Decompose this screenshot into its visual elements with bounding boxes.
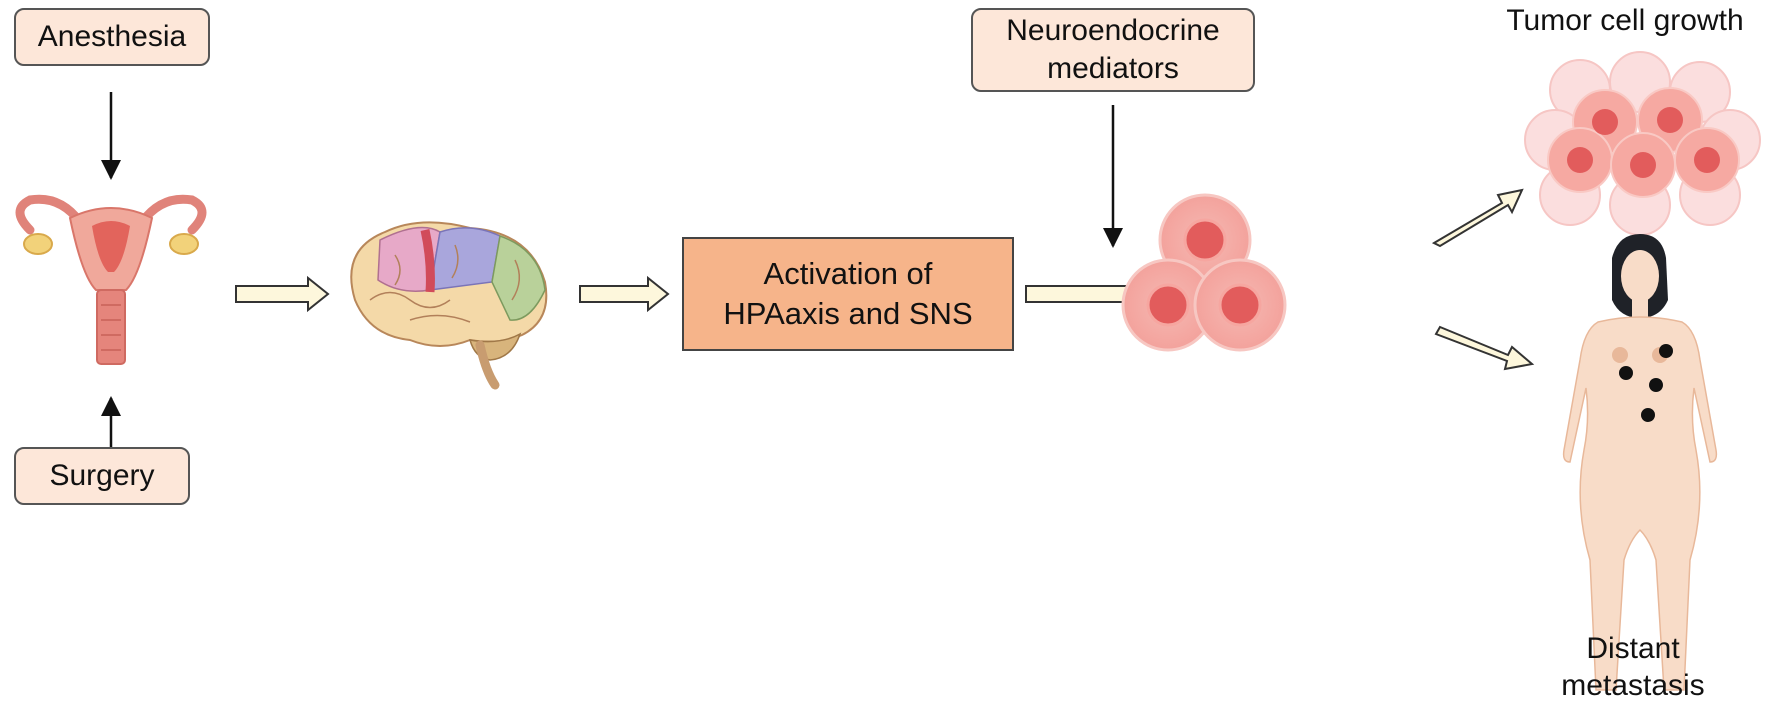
hollow-arrow-uterus-to-brain — [235, 275, 330, 313]
uterus-icon — [15, 194, 207, 365]
activation-box: Activation of HPAaxis and SNS — [682, 237, 1014, 351]
surgery-box: Surgery — [14, 447, 190, 505]
neuroendocrine-box: Neuroendocrine mediators — [971, 8, 1255, 92]
tumor-growth-label: Tumor cell growth — [1506, 4, 1744, 37]
hollow-arrow-brain-to-activation — [579, 275, 670, 313]
hollow-arrow-to-metastasis — [1434, 325, 1535, 371]
distant-metastasis-label: Distant metastasis — [1561, 632, 1705, 702]
anesthesia-box: Anesthesia — [14, 8, 210, 66]
tumor-cluster-icon — [1524, 51, 1761, 236]
female-body-icon — [1562, 234, 1718, 691]
activation-label: Activation of HPAaxis and SNS — [723, 256, 973, 331]
anesthesia-label: Anesthesia — [37, 20, 187, 53]
hollow-arrow-to-tumor-growth — [1431, 188, 1524, 248]
brain-icon — [350, 221, 548, 390]
neuroendocrine-label: Neuroendocrine mediators — [1006, 14, 1220, 85]
surgery-label: Surgery — [49, 459, 155, 492]
tumor-cells-icon — [1121, 193, 1287, 352]
